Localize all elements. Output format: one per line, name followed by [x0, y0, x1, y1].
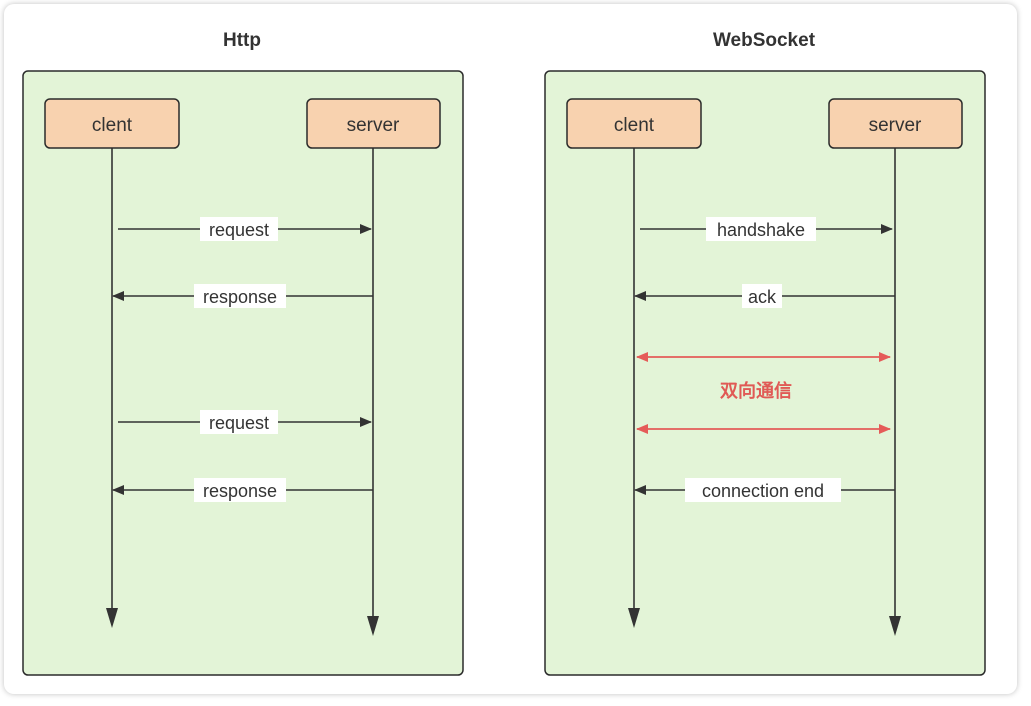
ws-bidirectional-label: 双向通信	[720, 380, 792, 402]
ws-client-lifeline-arrowhead	[628, 608, 640, 628]
http-section: Http clent server request response	[22, 30, 464, 676]
ws-message-handshake: handshake	[640, 217, 893, 241]
ws-client-label: clent	[614, 115, 655, 136]
ws-handshake-label: handshake	[717, 220, 805, 240]
http-server-label: server	[347, 115, 400, 136]
http-server-lifeline-arrowhead	[367, 616, 379, 636]
ws-ack-label-bg	[742, 284, 782, 308]
http-response-1-label-bg	[194, 284, 286, 308]
ws-connection-end-label-bg	[685, 478, 841, 502]
ws-server-actor: server	[828, 98, 963, 149]
http-title: Http	[223, 30, 261, 51]
http-client-lifeline-arrowhead	[106, 608, 118, 628]
http-response-2-label-bg	[194, 478, 286, 502]
ws-server-label: server	[869, 115, 922, 136]
http-response-1-label: response	[203, 287, 277, 307]
ws-connection-end-label: connection end	[702, 481, 824, 501]
http-client-actor: clent	[44, 98, 180, 149]
ws-ack-label: ack	[748, 287, 777, 307]
http-panel	[22, 70, 464, 676]
websocket-panel	[544, 70, 986, 676]
ws-message-connection-end: connection end	[634, 478, 895, 502]
ws-client-actor: clent	[566, 98, 702, 149]
ws-bidirectional-communication: 双向通信	[636, 352, 891, 434]
websocket-section: WebSocket clent server handshake ack	[544, 30, 986, 676]
http-request-2-label-bg	[200, 410, 278, 434]
http-client-label: clent	[92, 115, 133, 136]
ws-handshake-label-bg	[706, 217, 816, 241]
http-request-1-label-bg	[200, 217, 278, 241]
http-server-actor: server	[306, 98, 441, 149]
http-client-box	[44, 98, 180, 149]
http-message-response-2: response	[112, 478, 373, 502]
http-request-2-label: request	[209, 413, 269, 433]
http-request-1-label: request	[209, 220, 269, 240]
http-response-2-label: response	[203, 481, 277, 501]
ws-client-box	[566, 98, 702, 149]
ws-message-ack: ack	[634, 284, 895, 308]
http-message-response-1: response	[112, 284, 373, 308]
http-message-request-1: request	[118, 217, 372, 241]
http-message-request-2: request	[118, 410, 372, 434]
ws-server-lifeline-arrowhead	[889, 616, 901, 636]
ws-server-box	[828, 98, 963, 149]
websocket-title: WebSocket	[713, 30, 816, 51]
http-server-box	[306, 98, 441, 149]
